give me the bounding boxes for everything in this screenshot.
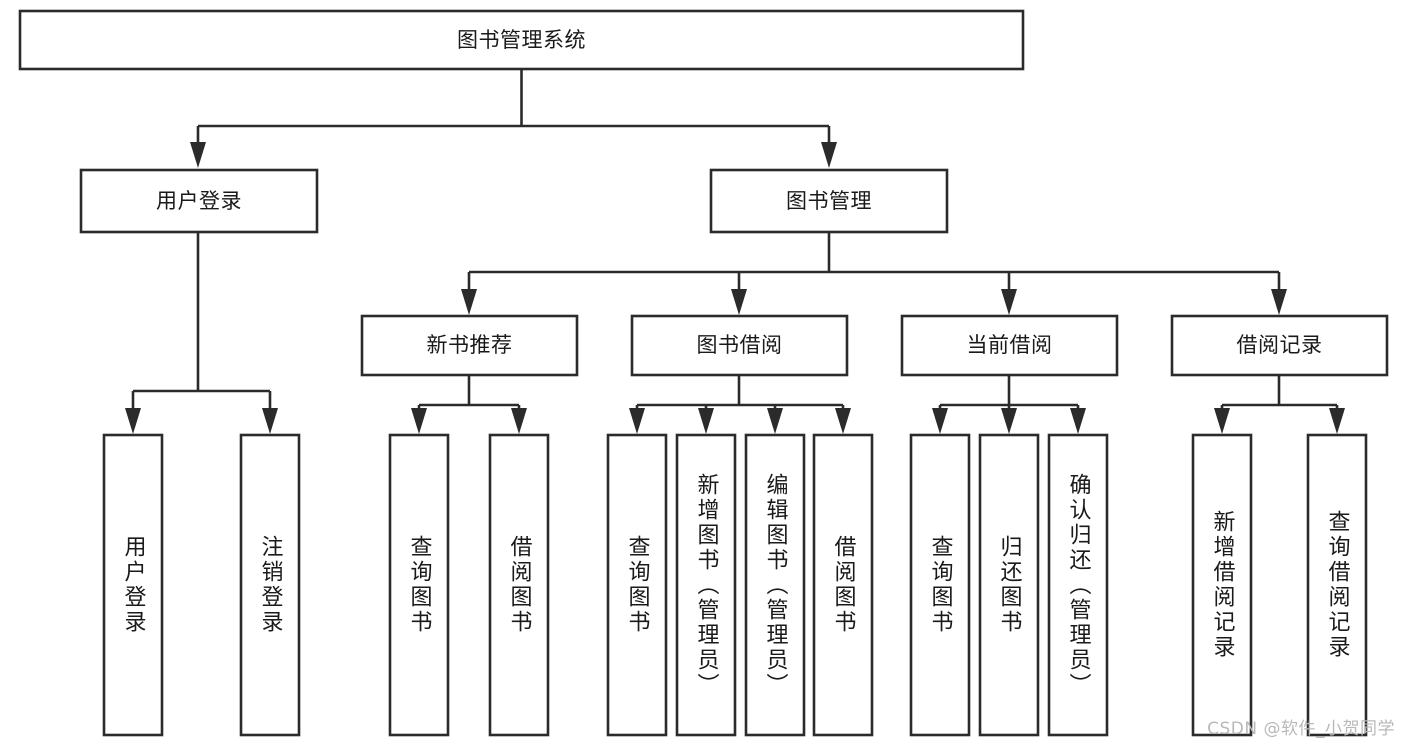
leaf-box-new-book-1[interactable] [388, 433, 450, 737]
arrowhead-borrowrecord-leaf-2 [1329, 408, 1345, 434]
arrowhead-bookmgmt-to-record [1271, 289, 1287, 315]
arrowhead-userlogin-leaf-1 [125, 408, 141, 434]
arrowhead-borrowrecord-leaf-1 [1214, 408, 1230, 434]
arrowhead-userlogin-leaf-2 [262, 408, 278, 434]
node-borrow-record-box[interactable] [1170, 314, 1389, 377]
connector-group-bookborrow [629, 375, 851, 434]
arrowhead-currentborrow-leaf-1 [932, 408, 948, 434]
arrowhead-newbook-leaf-2 [511, 408, 527, 434]
node-user-login-label: 用户登录 [156, 189, 242, 213]
node-user-login-box[interactable] [79, 168, 319, 234]
leaf-box-current-borrow-1[interactable] [909, 433, 971, 737]
arrowhead-bookmgmt-to-current [1001, 289, 1017, 315]
leaf-box-borrow-record-1[interactable] [1191, 433, 1253, 737]
node-root-label: 图书管理系统 [457, 28, 586, 52]
connector-group-userlogin [125, 232, 278, 434]
leaf-box-borrow-record-2[interactable] [1306, 433, 1368, 737]
arrowhead-currentborrow-leaf-3 [1070, 408, 1086, 434]
node-new-book-recommend[interactable]: 新书推荐 [360, 314, 579, 377]
node-book-management-label: 图书管理 [786, 189, 872, 213]
node-current-borrow-box[interactable] [900, 314, 1119, 377]
node-root[interactable]: 图书管理系统 [18, 9, 1025, 71]
leaf-box-new-book-2[interactable] [488, 433, 550, 737]
node-book-borrow[interactable]: 图书借阅 [630, 314, 849, 377]
connector-group-bookmgmt [461, 232, 1287, 315]
leaf-box-book-borrow-4[interactable] [812, 433, 874, 737]
node-borrow-record-label: 借阅记录 [1237, 333, 1323, 357]
node-borrow-record[interactable]: 借阅记录 [1170, 314, 1389, 377]
leaf-box-book-borrow-2[interactable] [675, 433, 737, 737]
connector-group-newbook [411, 375, 527, 434]
arrowhead-currentborrow-leaf-2 [1001, 408, 1017, 434]
arrowhead-bookborrow-leaf-1 [629, 408, 645, 434]
arrowhead-root-to-bookmgmt [821, 142, 837, 168]
leaf-box-user-login-1[interactable] [102, 433, 164, 737]
csdn-watermark: CSDN @软件_小贺同学 [1207, 719, 1395, 739]
arrowhead-bookborrow-leaf-4 [835, 408, 851, 434]
leaf-box-user-login-2[interactable] [239, 433, 301, 737]
node-current-borrow[interactable]: 当前借阅 [900, 314, 1119, 377]
arrowhead-newbook-leaf-1 [411, 408, 427, 434]
arrowhead-bookborrow-leaf-3 [767, 408, 783, 434]
leaf-box-book-borrow-3[interactable] [744, 433, 806, 737]
node-book-management-box[interactable] [709, 168, 949, 234]
node-new-book-recommend-label: 新书推荐 [427, 333, 513, 357]
node-book-borrow-label: 图书借阅 [697, 333, 783, 357]
leaf-box-current-borrow-2[interactable] [978, 433, 1040, 737]
connector-group-root [190, 69, 837, 168]
arrowhead-bookborrow-leaf-2 [698, 408, 714, 434]
arrowhead-bookmgmt-to-new [461, 289, 477, 315]
connector-group-borrowrecord [1214, 375, 1345, 434]
arrowhead-root-to-userlogin [190, 142, 206, 168]
node-book-borrow-box[interactable] [630, 314, 849, 377]
leaf-box-current-borrow-3[interactable] [1047, 433, 1109, 737]
node-new-book-recommend-box[interactable] [360, 314, 579, 377]
arrowhead-bookmgmt-to-borrow [731, 289, 747, 315]
node-root-box[interactable] [18, 9, 1025, 71]
node-user-login[interactable]: 用户登录 [79, 168, 319, 234]
leaf-box-book-borrow-1[interactable] [606, 433, 668, 737]
node-book-management[interactable]: 图书管理 [709, 168, 949, 234]
node-current-borrow-label: 当前借阅 [967, 333, 1053, 357]
connector-group-currentborrow [932, 375, 1086, 434]
